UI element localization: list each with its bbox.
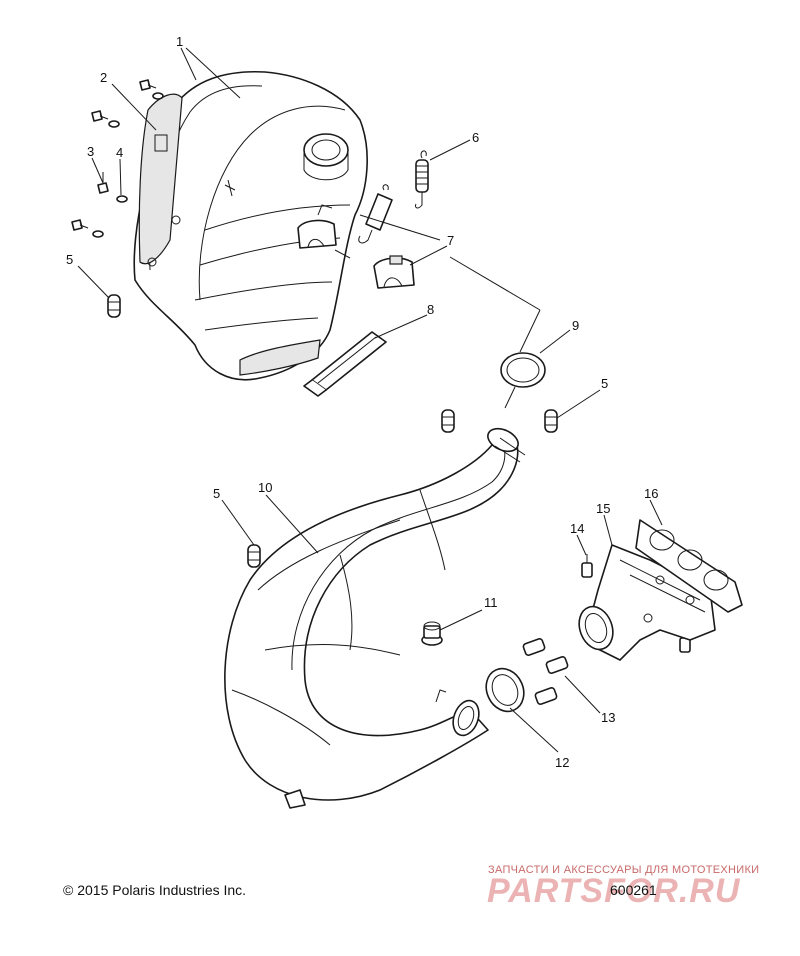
callout-1: 1 <box>176 34 183 49</box>
callout-13: 13 <box>601 710 615 725</box>
gasket-16 <box>635 519 743 613</box>
leader-lines <box>77 47 663 753</box>
callout-2: 2 <box>100 70 107 85</box>
callout-4: 4 <box>116 145 123 160</box>
bolts-14 <box>581 554 691 653</box>
copyright-text: © 2015 Polaris Industries Inc. <box>63 882 247 898</box>
grommet-5-left <box>107 294 121 318</box>
callout-9: 9 <box>572 318 579 333</box>
callout-3: 3 <box>87 144 94 159</box>
bracket-8 <box>303 331 387 397</box>
callout-11: 11 <box>484 595 498 610</box>
plug-11 <box>421 621 443 646</box>
mounting-hardware <box>71 79 164 238</box>
callout-5-left: 5 <box>66 252 73 267</box>
watermark-logo: PARTSFOR.RU <box>487 872 741 910</box>
watermark-tagline: ЗАПЧАСТИ И АКСЕССУАРЫ ДЛЯ МОТОТЕХНИКИ <box>488 864 760 876</box>
grommet-5-right <box>544 409 558 433</box>
callout-8: 8 <box>427 302 434 317</box>
drawing-number: 600261 <box>610 882 657 898</box>
callout-5-lower: 5 <box>213 486 220 501</box>
callout-7: 7 <box>447 233 454 248</box>
exhaust-pipe-10 <box>224 427 526 809</box>
callout-5-right: 5 <box>601 376 608 391</box>
callout-10: 10 <box>258 480 272 495</box>
callout-12: 12 <box>555 755 569 770</box>
grommet-5-lower <box>247 544 261 568</box>
springs-13 <box>522 637 569 706</box>
callout-14: 14 <box>570 521 584 536</box>
coupler-ring-12 <box>485 667 525 713</box>
callout-16: 16 <box>644 486 658 501</box>
muffler-body <box>133 70 368 381</box>
spring-6 <box>358 150 429 244</box>
exhaust-manifold-15 <box>578 544 716 661</box>
rubber-mount-7 <box>297 219 415 289</box>
grommet-5-mid <box>441 409 455 433</box>
callout-6: 6 <box>472 130 479 145</box>
callout-labels: 1 2 3 4 5 6 7 8 9 5 5 10 11 12 13 14 15 … <box>66 34 658 770</box>
callout-15: 15 <box>596 501 610 516</box>
seal-ring-9 <box>500 352 546 388</box>
